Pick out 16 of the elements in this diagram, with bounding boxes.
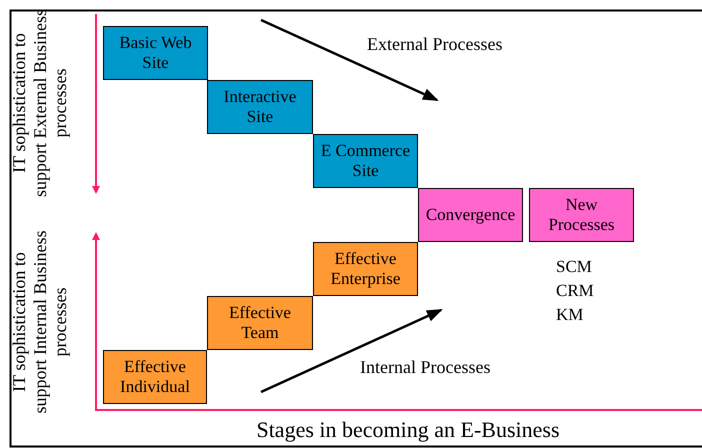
stage-box: Convergence bbox=[418, 188, 523, 242]
axis-label: IT sophistication to support External Business processes bbox=[8, 8, 72, 198]
stage-box: Effective Enterprise bbox=[313, 242, 418, 296]
list-item: CRM bbox=[556, 281, 594, 301]
list-item: KM bbox=[556, 305, 584, 325]
stage-box: Effective Team bbox=[207, 296, 313, 350]
stage-box: Interactive Site bbox=[207, 80, 313, 134]
arrow-label: Internal Processes bbox=[360, 357, 490, 378]
stage-box: New Processes bbox=[529, 188, 634, 242]
stage-box: E Commerce Site bbox=[313, 134, 418, 188]
arrow-label: External Processes bbox=[367, 34, 502, 55]
axis-label: IT sophistication to support Internal Business processes bbox=[8, 230, 72, 416]
list-item: SCM bbox=[556, 257, 592, 277]
axis-title: Stages in becoming an E-Business bbox=[256, 417, 560, 442]
stage-box: Effective Individual bbox=[103, 350, 207, 404]
stage-box: Basic Web Site bbox=[103, 26, 208, 80]
